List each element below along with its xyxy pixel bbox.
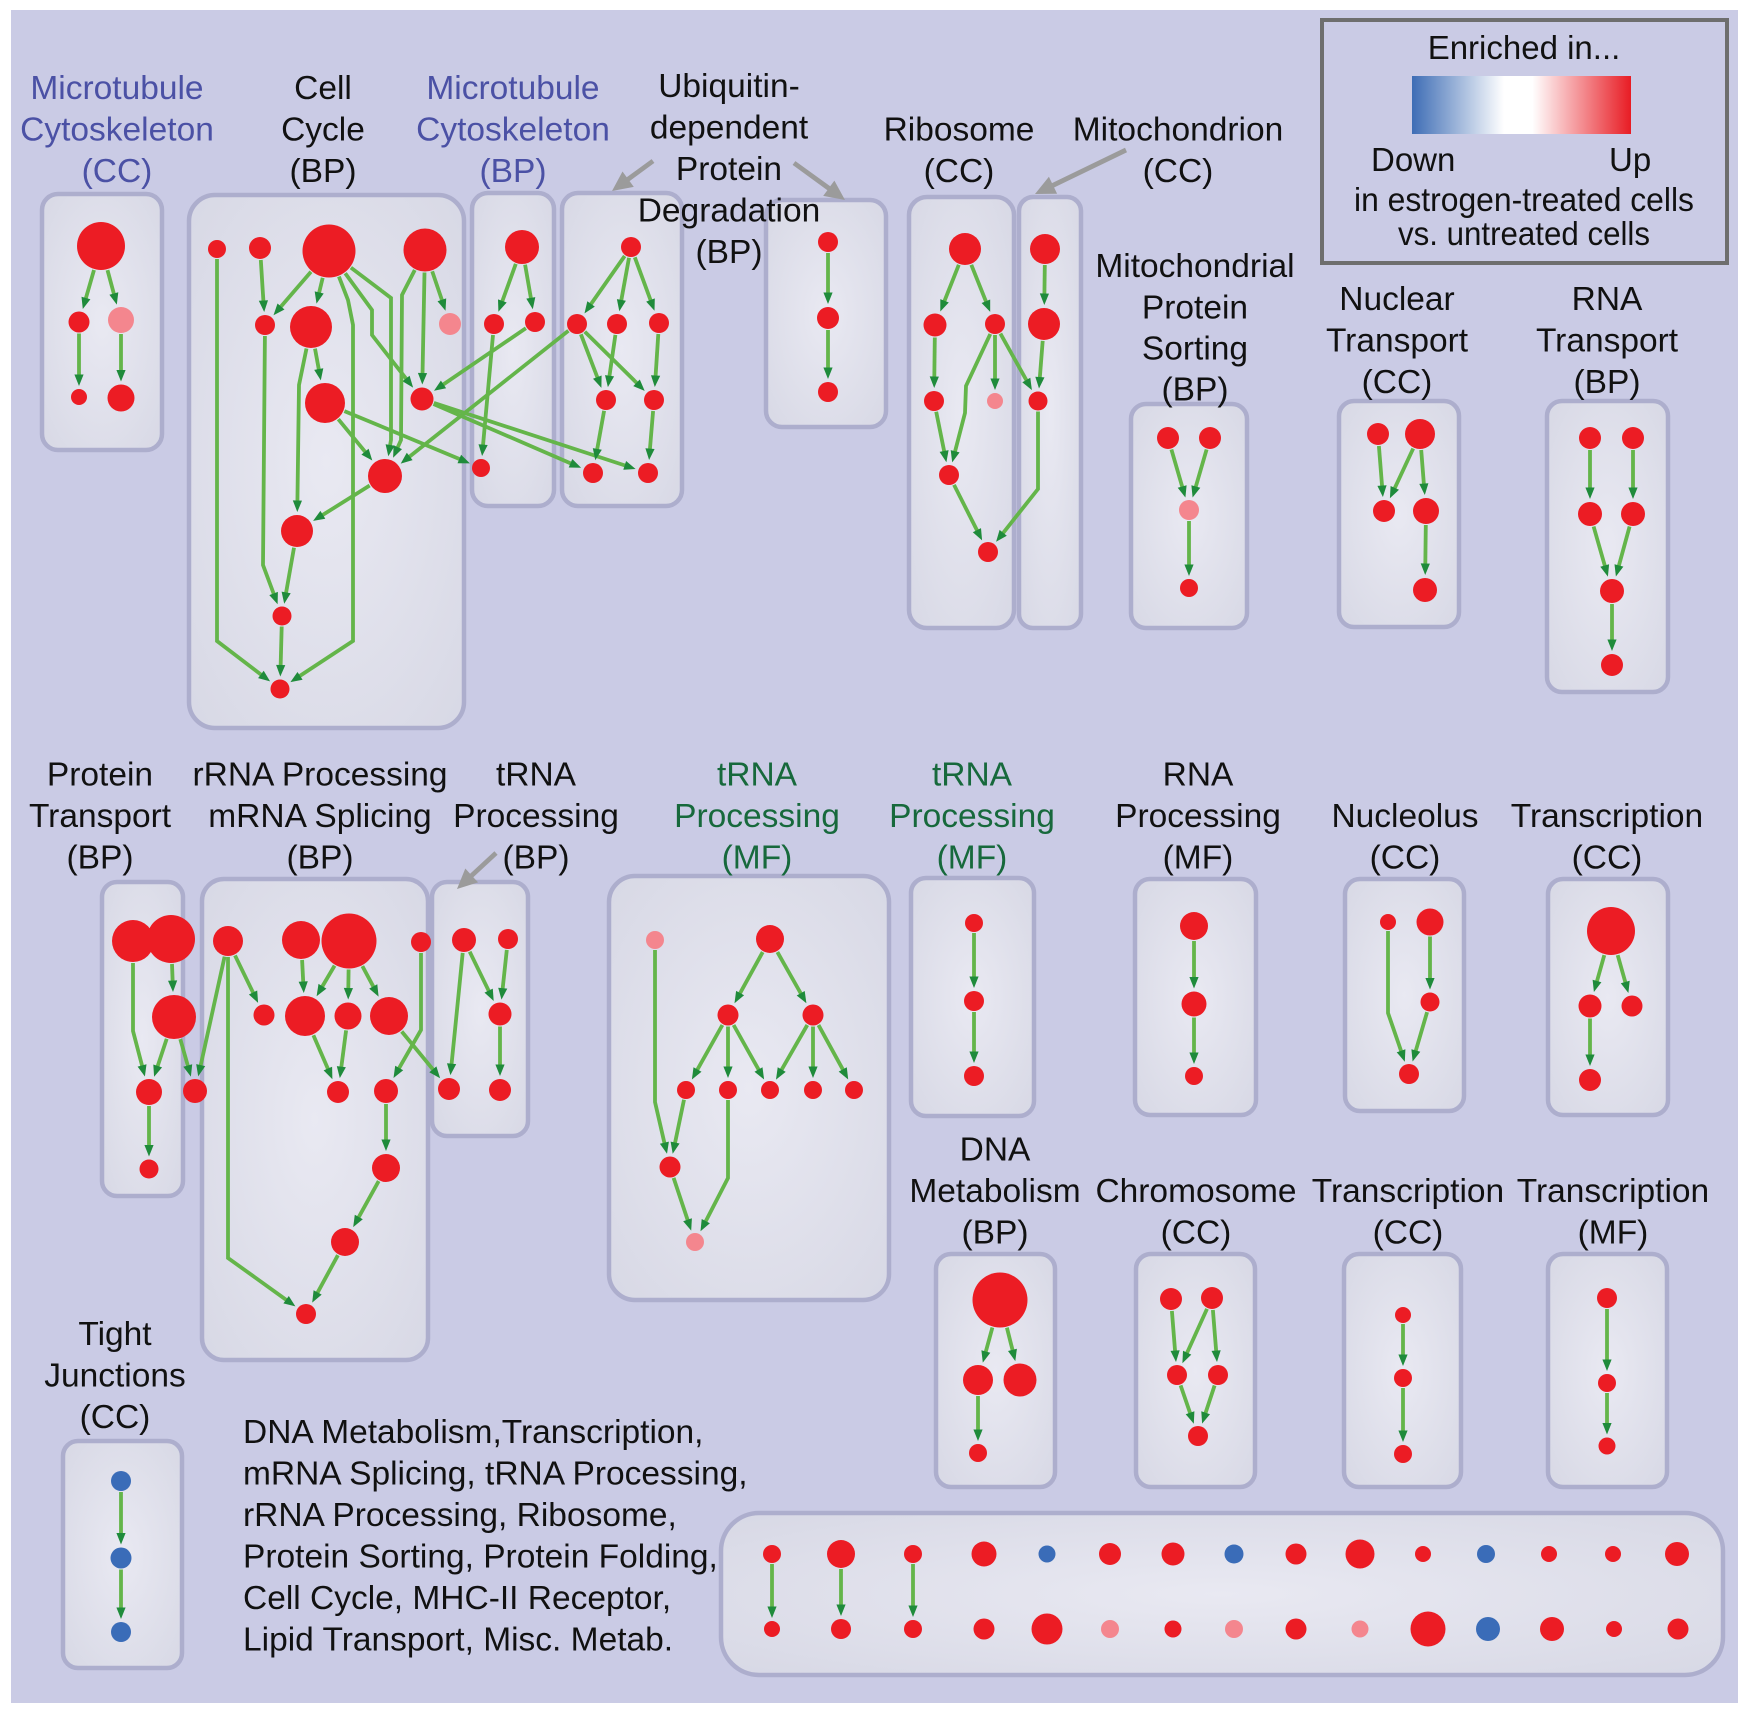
svg-text:Processing: Processing [453, 798, 619, 835]
svg-text:Transport: Transport [1326, 323, 1469, 360]
svg-text:(BP): (BP) [1574, 364, 1641, 401]
svg-text:Transport: Transport [29, 798, 172, 835]
svg-text:Transcription: Transcription [1312, 1173, 1504, 1210]
svg-text:Degradation: Degradation [638, 193, 821, 230]
svg-text:(CC): (CC) [82, 153, 153, 190]
svg-text:rRNA Processing: rRNA Processing [192, 757, 447, 794]
svg-text:Nuclear: Nuclear [1339, 281, 1454, 318]
svg-text:(CC): (CC) [1373, 1215, 1444, 1252]
svg-text:Cytoskeleton: Cytoskeleton [416, 112, 610, 149]
svg-text:tRNA: tRNA [717, 757, 798, 794]
svg-text:Processing: Processing [674, 798, 840, 835]
svg-text:RNA: RNA [1163, 757, 1234, 794]
svg-text:Mitochondrial: Mitochondrial [1095, 248, 1294, 285]
svg-text:Chromosome: Chromosome [1095, 1173, 1296, 1210]
svg-text:mRNA Splicing, tRNA Processing: mRNA Splicing, tRNA Processing, [243, 1456, 748, 1493]
svg-text:Sorting: Sorting [1142, 331, 1248, 368]
svg-text:(BP): (BP) [287, 840, 354, 877]
svg-text:(CC): (CC) [80, 1399, 151, 1436]
svg-text:tRNA: tRNA [932, 757, 1013, 794]
svg-text:tRNA: tRNA [496, 757, 577, 794]
svg-text:(BP): (BP) [480, 153, 547, 190]
svg-text:DNA: DNA [960, 1132, 1031, 1169]
svg-text:Enriched in...: Enriched in... [1428, 29, 1621, 66]
svg-text:Tight: Tight [78, 1316, 152, 1353]
svg-text:Transcription: Transcription [1511, 798, 1703, 835]
svg-text:Lipid Transport, Misc. Metab.: Lipid Transport, Misc. Metab. [243, 1622, 673, 1659]
svg-text:Processing: Processing [889, 798, 1055, 835]
svg-text:(CC): (CC) [1362, 364, 1433, 401]
svg-text:(CC): (CC) [1572, 840, 1643, 877]
svg-text:(BP): (BP) [290, 153, 357, 190]
svg-text:Microtubule: Microtubule [426, 70, 599, 107]
svg-text:Nucleolus: Nucleolus [1331, 798, 1478, 835]
svg-text:RNA: RNA [1572, 281, 1643, 318]
svg-text:Cycle: Cycle [281, 112, 365, 149]
svg-text:Junctions: Junctions [44, 1358, 186, 1395]
svg-text:Cell Cycle, MHC-II Receptor,: Cell Cycle, MHC-II Receptor, [243, 1580, 671, 1617]
svg-text:Ubiquitin-: Ubiquitin- [658, 68, 800, 105]
svg-text:Processing: Processing [1115, 798, 1281, 835]
svg-text:(MF): (MF) [722, 840, 793, 877]
svg-text:Ribosome: Ribosome [884, 112, 1035, 149]
svg-text:(CC): (CC) [1161, 1215, 1232, 1252]
svg-text:Transcription: Transcription [1517, 1173, 1709, 1210]
svg-text:Metabolism: Metabolism [909, 1173, 1080, 1210]
svg-text:Mitochondrion: Mitochondrion [1073, 112, 1283, 149]
svg-text:Up: Up [1609, 141, 1651, 178]
svg-text:(MF): (MF) [937, 840, 1008, 877]
svg-text:Protein: Protein [47, 757, 153, 794]
svg-text:Cytoskeleton: Cytoskeleton [20, 112, 214, 149]
svg-text:vs. untreated cells: vs. untreated cells [1398, 215, 1650, 252]
svg-text:(BP): (BP) [67, 840, 134, 877]
svg-text:(BP): (BP) [962, 1215, 1029, 1252]
svg-text:Cell: Cell [294, 70, 352, 107]
svg-text:(BP): (BP) [696, 234, 763, 271]
svg-text:(CC): (CC) [924, 153, 995, 190]
svg-text:rRNA Processing, Ribosome,: rRNA Processing, Ribosome, [243, 1497, 677, 1534]
svg-text:mRNA Splicing: mRNA Splicing [208, 798, 431, 835]
svg-text:Protein: Protein [1142, 290, 1248, 327]
svg-text:Protein Sorting, Protein Foldi: Protein Sorting, Protein Folding, [243, 1539, 718, 1576]
svg-text:Protein: Protein [676, 151, 782, 188]
svg-text:Down: Down [1371, 141, 1455, 178]
svg-text:(MF): (MF) [1578, 1215, 1649, 1252]
svg-text:Transport: Transport [1536, 323, 1679, 360]
svg-text:(CC): (CC) [1143, 153, 1214, 190]
svg-text:(MF): (MF) [1163, 840, 1234, 877]
svg-text:(CC): (CC) [1370, 840, 1441, 877]
svg-text:dependent: dependent [650, 110, 809, 147]
svg-text:Microtubule: Microtubule [30, 70, 203, 107]
svg-text:(BP): (BP) [503, 840, 570, 877]
svg-text:DNA Metabolism,Transcription,: DNA Metabolism,Transcription, [243, 1414, 703, 1451]
svg-text:(BP): (BP) [1162, 372, 1229, 409]
svg-text:in estrogen-treated cells: in estrogen-treated cells [1354, 181, 1694, 218]
